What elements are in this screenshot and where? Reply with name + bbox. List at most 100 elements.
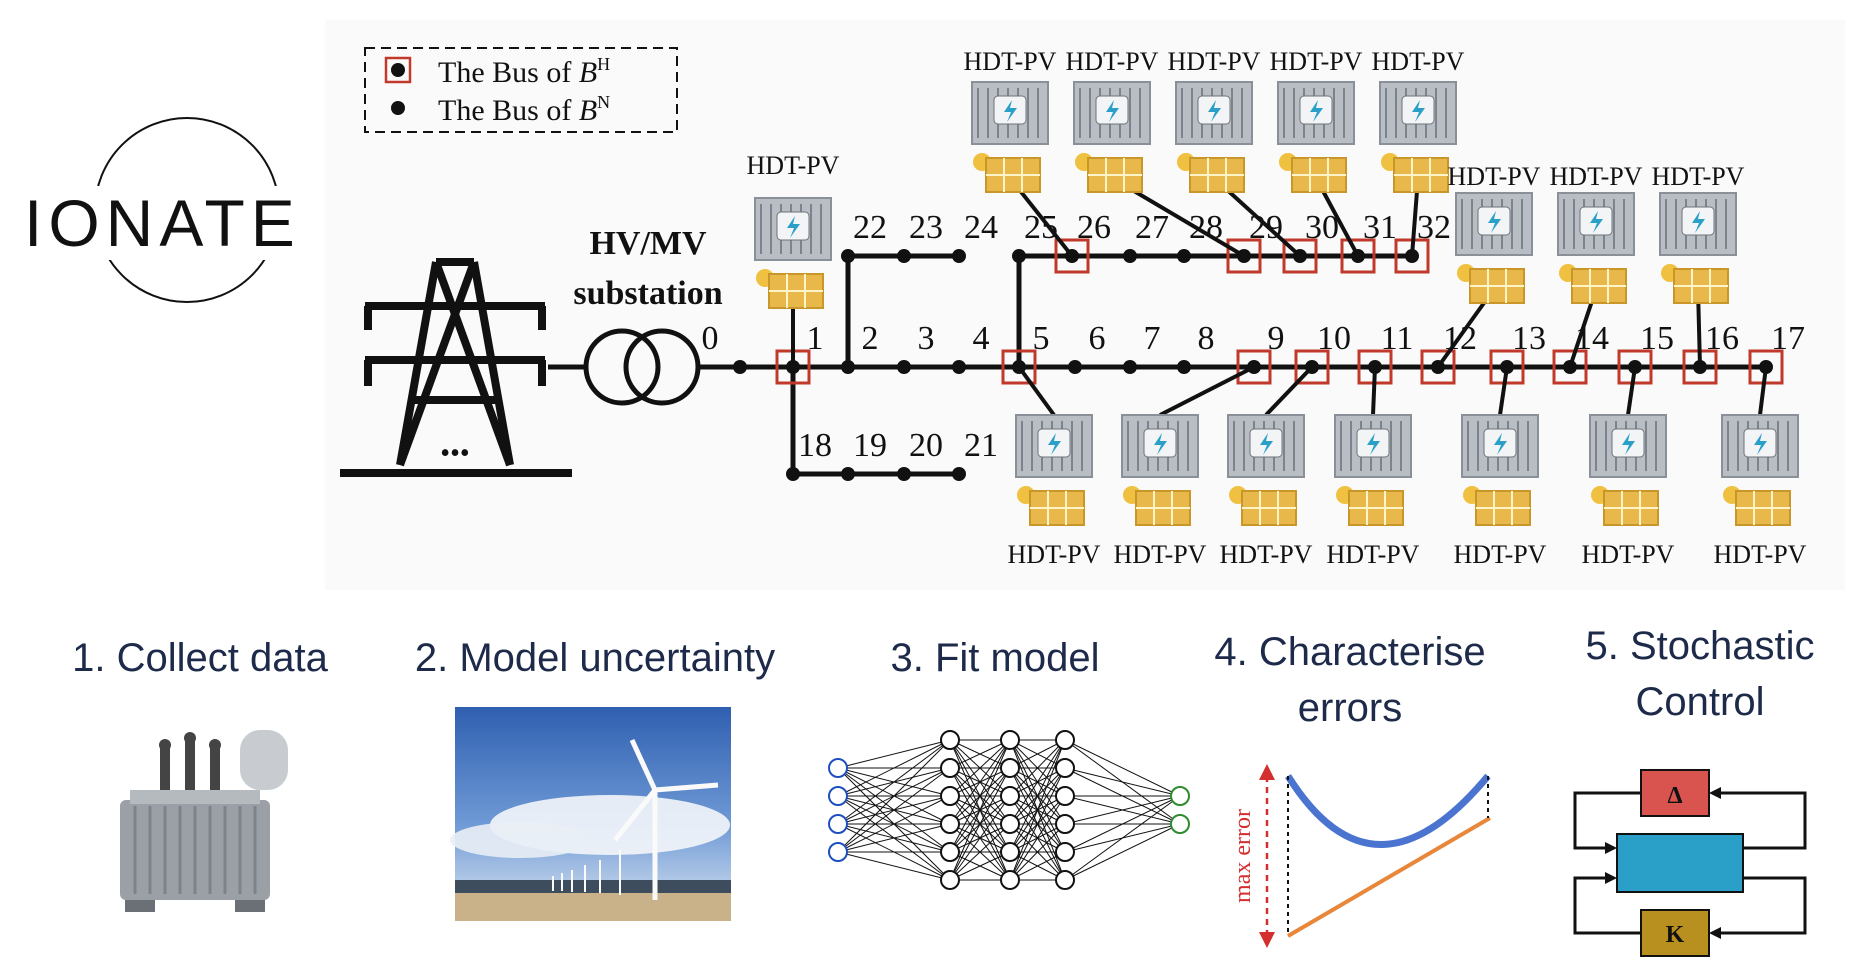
step-2-title: 2. Model uncertainty bbox=[414, 636, 776, 680]
bus-h-marker bbox=[1054, 238, 1090, 274]
hdt-pv-unit: HDT-PV bbox=[1270, 47, 1363, 257]
buses: 0123456789101112131415161718192021222324… bbox=[702, 209, 1805, 481]
bus-number-label: 13 bbox=[1512, 320, 1546, 357]
bus-number-label: 21 bbox=[964, 427, 998, 464]
bus-number-label: 4 bbox=[973, 320, 990, 357]
bus-number-label: 31 bbox=[1363, 209, 1397, 246]
bus-node bbox=[1123, 360, 1137, 374]
hdt-pv-label: HDT-PV bbox=[1372, 47, 1465, 76]
hdt-pv-label: HDT-PV bbox=[1550, 162, 1643, 191]
hdt-pv-unit: HDT-PV bbox=[1168, 47, 1302, 258]
bus-number-label: 18 bbox=[798, 427, 832, 464]
hdt-pv-unit: HDT-PV bbox=[1454, 366, 1547, 569]
hdt-pv-label: HDT-PV bbox=[1008, 540, 1101, 569]
tower-dots: ••• bbox=[440, 438, 469, 469]
bus-number-label: 6 bbox=[1089, 320, 1106, 357]
bus-h-marker bbox=[1236, 349, 1272, 385]
bus-h-marker bbox=[1617, 349, 1653, 385]
hdt-pv-label: HDT-PV bbox=[1582, 540, 1675, 569]
bus-node bbox=[1123, 249, 1137, 263]
bus-number-label: 16 bbox=[1705, 320, 1739, 357]
bus-number-label: 30 bbox=[1305, 209, 1339, 246]
hdt-pv-unit: HDT-PV bbox=[1582, 366, 1675, 569]
hdt-pv-label: HDT-PV bbox=[1714, 540, 1807, 569]
bus-h-marker bbox=[1294, 349, 1330, 385]
bus-node bbox=[841, 360, 855, 374]
step-4-title: 4. Characterise errors bbox=[1214, 630, 1486, 730]
hdt-pv-unit: HDT-PV bbox=[964, 47, 1074, 258]
logo-text: IONATE bbox=[22, 186, 303, 260]
bus-number-label: 11 bbox=[1381, 320, 1414, 357]
legend-item-h: The Bus of BH bbox=[438, 54, 610, 89]
bus-number-label: 2 bbox=[862, 320, 879, 357]
hdt-pv-label: HDT-PV bbox=[1270, 47, 1363, 76]
bus-h-marker bbox=[1552, 349, 1588, 385]
bus-node bbox=[1405, 249, 1419, 263]
hdt-pv-label: HDT-PV bbox=[747, 151, 840, 180]
bus-h-marker bbox=[1340, 238, 1376, 274]
substation-label-line2: substation bbox=[573, 275, 722, 312]
bus-h-marker bbox=[1282, 238, 1318, 274]
bus-number-label: 24 bbox=[964, 209, 998, 246]
bus-node bbox=[786, 467, 800, 481]
bus-node bbox=[897, 360, 911, 374]
hdt-pv-label: HDT-PV bbox=[1448, 162, 1541, 191]
hdt-pv-label: HDT-PV bbox=[1327, 540, 1420, 569]
bus-node bbox=[1177, 249, 1191, 263]
hdt-pv-unit: HDT-PV bbox=[1114, 365, 1255, 569]
bus-h-marker bbox=[1001, 349, 1037, 385]
hdt-pv-unit: HDT-PV bbox=[1327, 366, 1420, 569]
bus-node bbox=[952, 467, 966, 481]
bus-node bbox=[897, 249, 911, 263]
bus-node bbox=[841, 249, 855, 263]
hdt-pv-label: HDT-PV bbox=[1114, 540, 1207, 569]
substation-label-line1: HV/MV bbox=[589, 225, 707, 262]
bus-number-label: 3 bbox=[918, 320, 935, 357]
hdt-pv-unit: HDT-PV bbox=[1652, 162, 1745, 368]
hdt-pv-label: HDT-PV bbox=[1168, 47, 1261, 76]
bus-number-label: 17 bbox=[1771, 320, 1805, 357]
bus-number-label: 10 bbox=[1317, 320, 1351, 357]
bus-node bbox=[952, 360, 966, 374]
hdt-pv-unit: HDT-PV bbox=[1550, 162, 1643, 368]
bus-number-label: 9 bbox=[1268, 320, 1285, 357]
bus-number-label: 20 bbox=[909, 427, 943, 464]
hdt-pv-unit: HDT-PV bbox=[1436, 162, 1541, 369]
bus-number-label: 26 bbox=[1077, 209, 1111, 246]
bus-number-label: 0 bbox=[702, 320, 719, 357]
bus-number-label: 7 bbox=[1144, 320, 1161, 357]
hdt-pv-label: HDT-PV bbox=[1454, 540, 1547, 569]
bus-node bbox=[897, 467, 911, 481]
transformer-symbol bbox=[548, 328, 740, 406]
logo-wordmark: IONATE bbox=[22, 185, 332, 261]
bus-node bbox=[1012, 249, 1026, 263]
bus-number-label: 5 bbox=[1033, 320, 1050, 357]
bus-number-label: 1 bbox=[807, 320, 824, 357]
hdt-pv-unit: HDT-PV bbox=[1066, 47, 1246, 258]
ionate-logo: IONATE bbox=[22, 115, 332, 335]
hdt-pv-unit: HDT-PV bbox=[747, 151, 840, 367]
bus-number-label: 8 bbox=[1198, 320, 1215, 357]
step-5-title: 5. Stochastic Control bbox=[1585, 624, 1815, 724]
hdt-pv-unit: HDT-PV bbox=[1714, 366, 1807, 569]
step-3-title: 3. Fit model bbox=[890, 636, 1100, 680]
bus-node bbox=[952, 249, 966, 263]
bus-number-label: 23 bbox=[909, 209, 943, 246]
bus-node bbox=[841, 467, 855, 481]
bus-number-label: 27 bbox=[1135, 209, 1169, 246]
bus-node bbox=[1177, 360, 1191, 374]
bus-h-marker bbox=[1420, 349, 1456, 385]
hdt-pv-label: HDT-PV bbox=[1652, 162, 1745, 191]
bus-h-marker bbox=[1226, 238, 1262, 274]
hdt-pv-unit: HDT-PV bbox=[1008, 365, 1101, 569]
bus-number-label: 15 bbox=[1640, 320, 1674, 357]
hdt-pv-unit: HDT-PV bbox=[1372, 47, 1465, 257]
hdt-pv-unit: HDT-PV bbox=[1220, 365, 1314, 569]
bus-number-label: 19 bbox=[853, 427, 887, 464]
legend-box: The Bus of BH The Bus of BN bbox=[364, 47, 678, 133]
hdt-pv-label: HDT-PV bbox=[1066, 47, 1159, 76]
bus-node bbox=[733, 360, 747, 374]
bus-h-marker bbox=[1489, 349, 1525, 385]
